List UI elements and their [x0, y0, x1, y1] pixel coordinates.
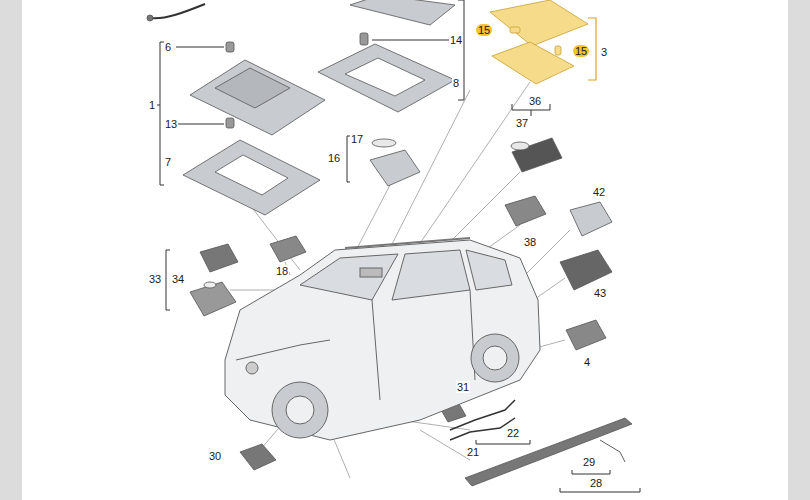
callout-number: 36: [528, 95, 542, 107]
callout-number: 38: [523, 236, 537, 248]
callout-number: 4: [583, 356, 591, 368]
callout-number: 15: [573, 45, 589, 57]
callout-number: 31: [456, 381, 470, 393]
callout-number: 14: [449, 34, 463, 46]
callout-number: 37: [515, 117, 529, 129]
callout-number: 6: [164, 41, 172, 53]
callout-number: 22: [506, 427, 520, 439]
callout-number: 8: [452, 77, 460, 89]
callout-number: 28: [589, 477, 603, 489]
callout-number: 42: [592, 186, 606, 198]
callout-number: 30: [208, 450, 222, 462]
callout-number: 21: [466, 446, 480, 458]
callout-number: 33: [148, 273, 162, 285]
callout-number: 34: [171, 273, 185, 285]
callout-number: 7: [164, 156, 172, 168]
callout-number: 3: [600, 46, 608, 58]
callout-number: 1: [148, 99, 156, 111]
callout-number: 16: [327, 152, 341, 164]
callout-number: 17: [350, 133, 364, 145]
callout-number: 18: [275, 265, 289, 277]
callout-number: 13: [164, 118, 178, 130]
callout-number: 29: [582, 456, 596, 468]
callout-number: 43: [593, 287, 607, 299]
callout-number: 15: [476, 24, 492, 36]
